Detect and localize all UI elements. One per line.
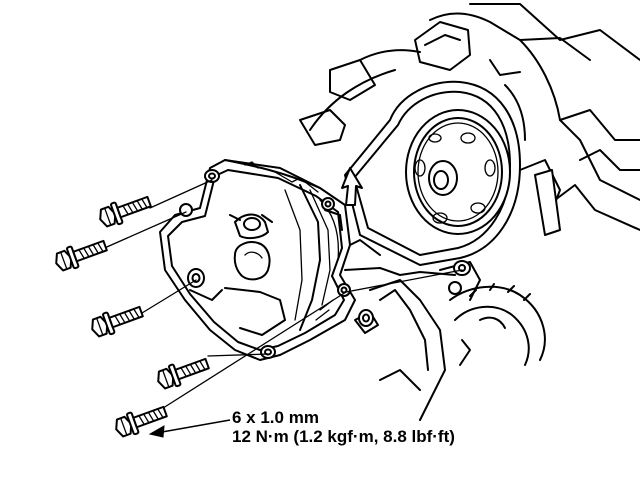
crankshaft-pulley: [449, 283, 546, 366]
bolt-leader-lines: [99, 179, 463, 411]
timing-belt-cover: [159, 159, 356, 361]
torque-value-label: 12 N·m (1.2 kgf·m, 8.8 lbf·ft): [232, 427, 455, 446]
camshaft-pulley: [405, 109, 511, 235]
bolt-4: [157, 357, 210, 390]
bolt-5: [115, 405, 168, 438]
engine-lower: [339, 239, 481, 421]
bolt-size-label: 6 x 1.0 mm: [232, 408, 319, 427]
direction-arrow-icon: [341, 167, 363, 206]
timing-belt: [344, 80, 521, 266]
engine-block: [299, 3, 640, 236]
bolt-2: [55, 239, 108, 272]
callout-arrow: [148, 419, 231, 438]
bolt-3: [91, 305, 144, 338]
bolt-1: [99, 195, 152, 228]
torque-spec-callout: 6 x 1.0 mm 12 N·m (1.2 kgf·m, 8.8 lbf·ft…: [232, 408, 455, 446]
